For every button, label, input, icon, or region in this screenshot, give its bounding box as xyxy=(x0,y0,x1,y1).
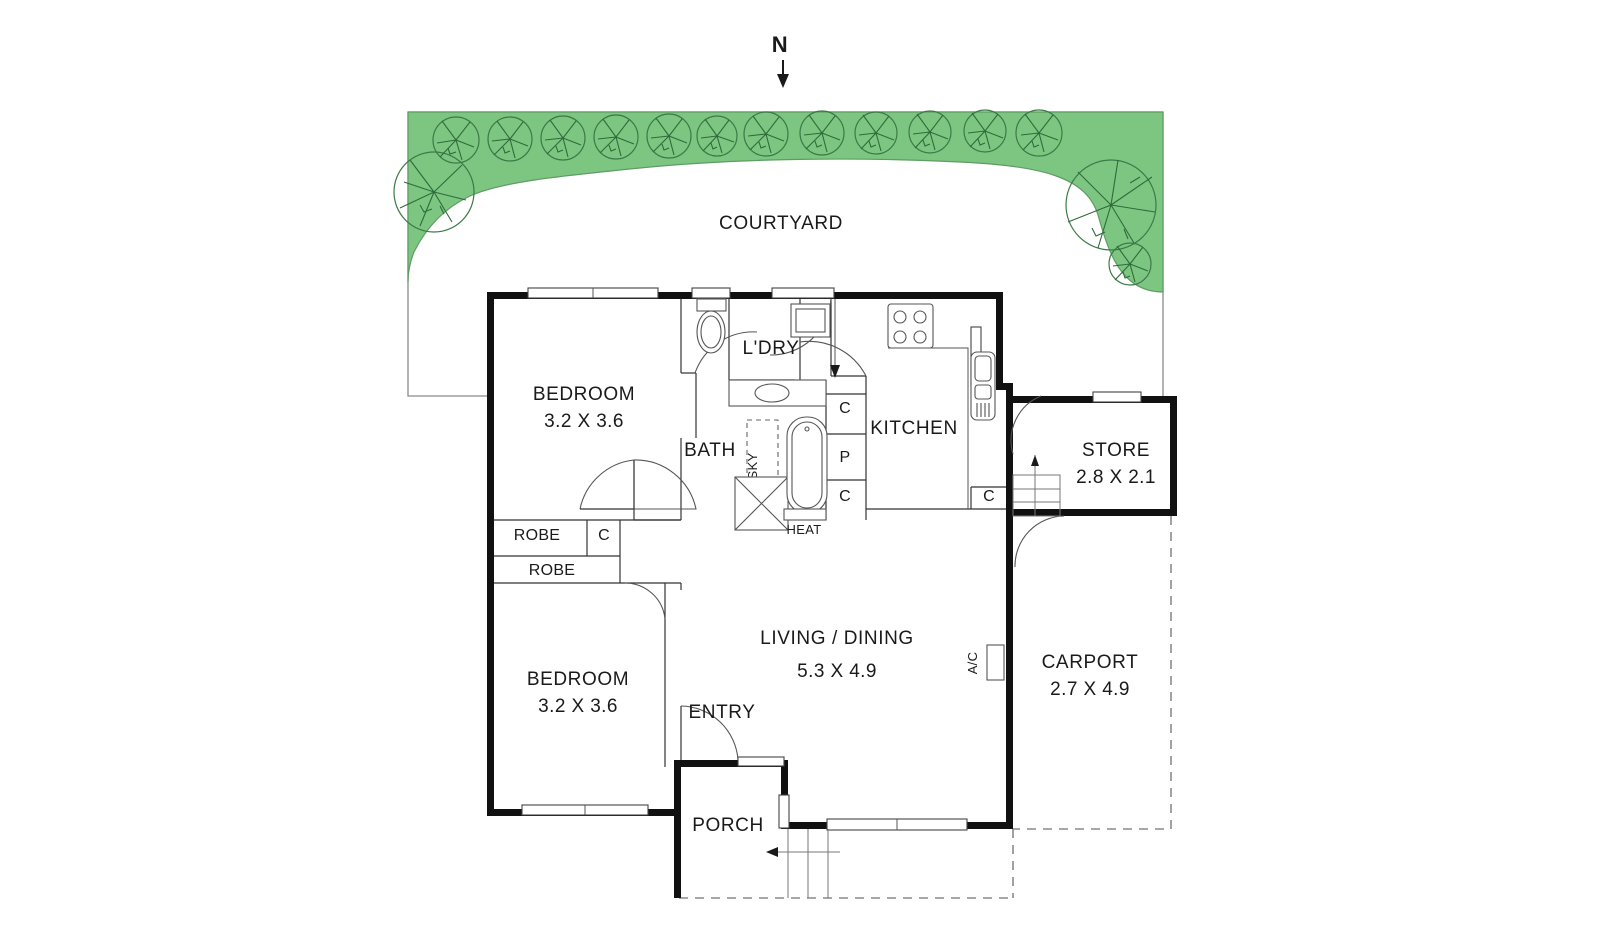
tree-plan-icon xyxy=(432,116,480,164)
tree-plan-icon xyxy=(393,151,475,233)
robe-upper-label: ROBE xyxy=(514,527,561,544)
tree-plan-icon xyxy=(1108,242,1152,286)
tree-plan-icon xyxy=(1065,159,1157,251)
bath-cupboard-top-label: C xyxy=(839,400,851,417)
room-label-laundry: L'DRY xyxy=(743,338,800,359)
kitchen-fixtures xyxy=(887,303,996,509)
bathtub-icon xyxy=(786,416,828,514)
north-indicator: N xyxy=(772,32,789,88)
storage-labels: ROBE C ROBE C P C C xyxy=(514,400,995,579)
tree-plan-icon xyxy=(593,114,639,160)
room-label-bath: BATH xyxy=(684,440,736,461)
tree-plan-icon xyxy=(963,109,1007,153)
entry-door-panel xyxy=(737,756,785,767)
laundry-flow-arrow xyxy=(830,299,840,378)
bath-cupboard-bottom-label: C xyxy=(839,488,851,505)
steps-icon xyxy=(1012,455,1061,517)
toilet-icon xyxy=(696,298,727,354)
tree-plan-icon xyxy=(854,111,898,155)
window xyxy=(771,287,835,299)
tree-plan-icon xyxy=(487,116,533,162)
tree-plan-icon xyxy=(908,110,952,154)
basin-icon xyxy=(728,379,827,407)
north-arrow-down-icon xyxy=(777,60,789,88)
tree-plan-icon xyxy=(696,115,738,157)
room-label-entry: ENTRY xyxy=(688,702,755,723)
courtyard-label: COURTYARD xyxy=(719,213,843,234)
laundry-trough-icon xyxy=(790,303,831,338)
room-dim-carport: 2.7 X 4.9 xyxy=(1050,679,1130,700)
robe-cupboard-label: C xyxy=(598,527,610,544)
air-conditioner-icon: A/C xyxy=(965,644,1005,681)
heater-icon xyxy=(783,508,827,521)
kitchen-cupboard-label: C xyxy=(983,488,995,505)
tree-plan-icon xyxy=(799,110,845,156)
tree-plan-icon xyxy=(743,111,789,157)
room-dim-bedroom-1: 3.2 X 3.6 xyxy=(544,411,624,432)
cooktop-icon xyxy=(887,303,934,349)
room-label-bedroom-2: BEDROOM xyxy=(527,669,629,690)
pantry-label: P xyxy=(840,449,851,466)
room-label-porch: PORCH xyxy=(692,815,764,836)
window xyxy=(1092,391,1142,403)
room-dim-bedroom-2: 3.2 X 3.6 xyxy=(538,696,618,717)
window xyxy=(691,287,731,299)
room-label-bedroom-1: BEDROOM xyxy=(533,384,635,405)
sky-label: SKY xyxy=(745,453,760,480)
tree-plan-icon xyxy=(1015,109,1063,157)
room-label-carport: CARPORT xyxy=(1042,652,1139,673)
bathroom-fixtures: SKY HEAT xyxy=(696,298,840,537)
kitchen-sink-icon xyxy=(970,351,996,421)
robe-lower-label: ROBE xyxy=(529,562,576,579)
room-dim-store: 2.8 X 2.1 xyxy=(1076,467,1156,488)
interior-walls xyxy=(494,299,1006,767)
tree-plan-icon xyxy=(646,113,692,159)
heat-label: HEAT xyxy=(787,522,822,537)
north-label: N xyxy=(772,32,788,57)
room-dim-living-dining: 5.3 X 4.9 xyxy=(797,661,877,682)
carport-boundary xyxy=(679,516,1172,899)
room-label-store: STORE xyxy=(1082,440,1150,461)
shower-icon xyxy=(734,476,789,531)
doors xyxy=(579,298,1065,761)
tree-row xyxy=(393,109,1157,286)
garden-bed xyxy=(407,111,1164,293)
room-label-living-dining: LIVING / DINING xyxy=(760,628,914,649)
room-label-kitchen: KITCHEN xyxy=(870,418,958,439)
porch-panel xyxy=(778,794,790,829)
porch-steps-icon xyxy=(766,829,840,898)
room-labels: BEDROOM 3.2 X 3.6 BEDROOM 3.2 X 3.6 BATH… xyxy=(527,338,1156,836)
ac-label: A/C xyxy=(965,652,980,675)
tree-plan-icon xyxy=(540,115,586,161)
